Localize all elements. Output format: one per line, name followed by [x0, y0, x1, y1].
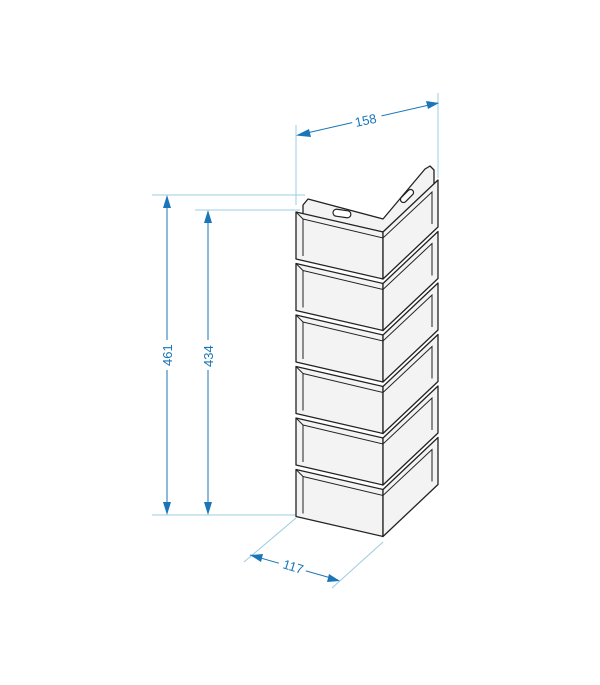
brick-bevel-line [302, 448, 433, 514]
brick [295, 385, 439, 486]
mounting-slot-left [332, 208, 352, 219]
dimension-label-total-height: 461 [160, 344, 175, 366]
brick-right-face [382, 230, 439, 332]
dimension-label-return-width: 117 [281, 557, 305, 577]
dimension-label-face-width: 158 [354, 111, 378, 130]
brick [295, 179, 439, 280]
brick [295, 436, 439, 538]
brick-bevel-line [302, 293, 433, 359]
brick-right-face [382, 179, 439, 280]
brick-bevel-corner [295, 314, 304, 323]
extension-lines [152, 93, 439, 589]
brick [295, 282, 439, 383]
brick-bevel-corner [295, 366, 304, 374]
brick-bevel-corner [295, 211, 304, 220]
brick-right-face [382, 333, 439, 435]
dimension-158: 158 [296, 101, 439, 137]
brick-right-face [382, 282, 439, 383]
brick-bevel-corner [295, 469, 304, 477]
brick-bevel-line [302, 242, 433, 308]
mounting-slot-right [399, 188, 415, 204]
brick [295, 333, 439, 435]
brick-bevel-line [302, 345, 433, 411]
brick-bevel-line [302, 396, 433, 462]
brick-right-face [382, 385, 439, 486]
corner-panel [295, 165, 439, 538]
brick [295, 230, 439, 332]
brick-bevel-corner [295, 417, 304, 426]
brick-bevel-line [302, 190, 433, 256]
brick-bevel-corner [295, 263, 304, 271]
dimension-461: 461 [158, 195, 176, 515]
dimension-117: 117 [249, 553, 340, 582]
dimension-434: 434 [199, 210, 217, 515]
brick-right-face [382, 436, 439, 538]
dimension-label-visible-height: 434 [201, 345, 216, 367]
